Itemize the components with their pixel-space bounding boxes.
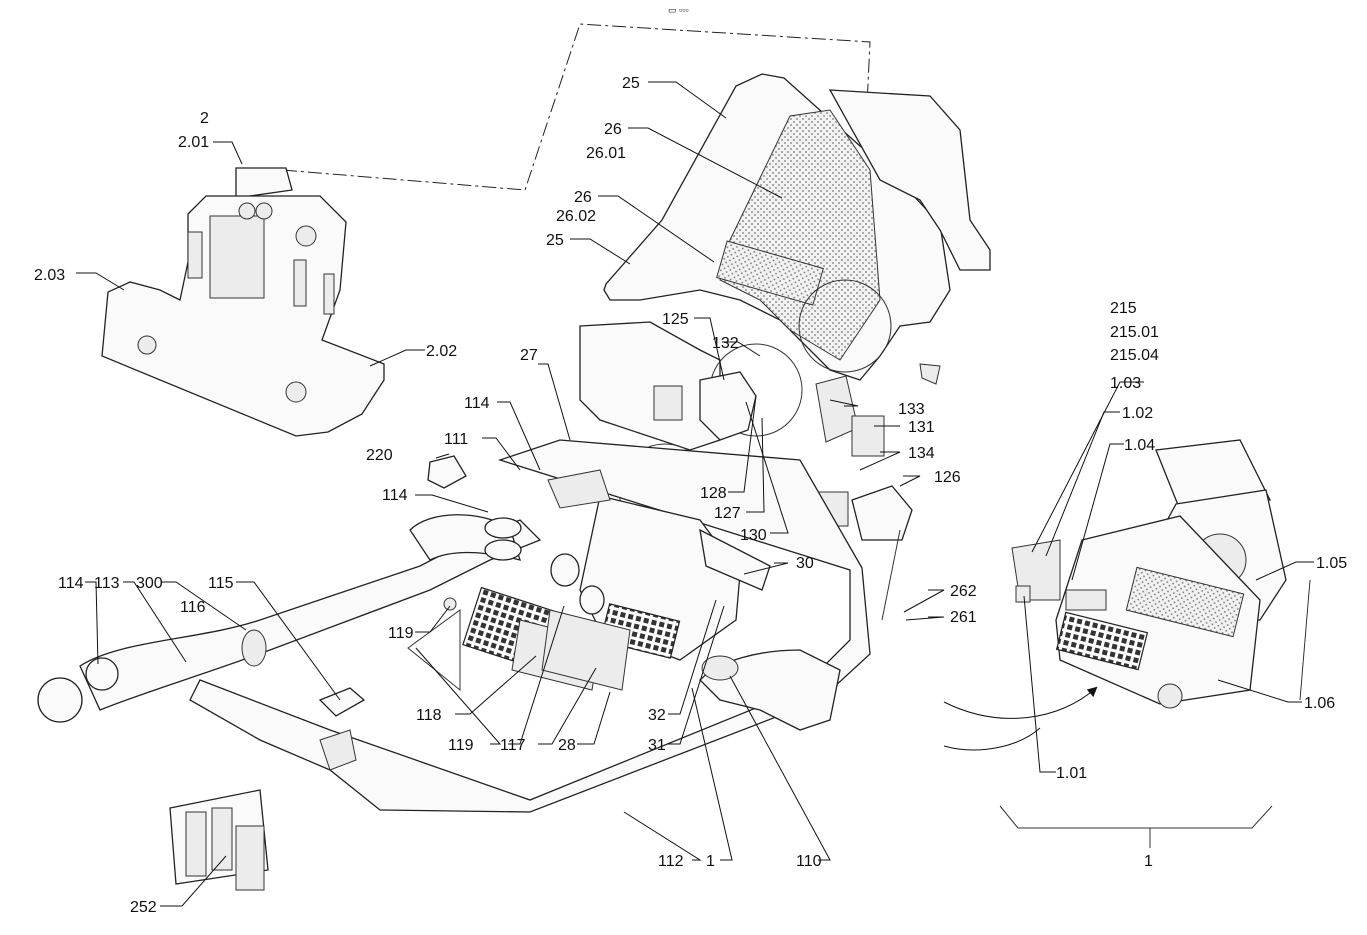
callout-114-a: 114 [464, 395, 490, 412]
callout-117: 117 [500, 737, 526, 754]
callout-116: 116 [180, 599, 206, 616]
leader-lines [76, 81, 1314, 907]
callout-115: 115 [208, 575, 234, 592]
callout-215-04: 215.04 [1110, 347, 1159, 364]
callout-1-06: 1.06 [1304, 695, 1335, 712]
callout-127: 127 [714, 505, 741, 522]
back-panel-part [579, 321, 721, 451]
air-unit-detail-part [999, 439, 1311, 848]
callout-220: 220 [366, 447, 393, 464]
callout-119-b: 119 [448, 737, 474, 754]
callout-1-01: 1.01 [1056, 765, 1087, 782]
group-bracket [999, 805, 1273, 829]
seat-back-frame-part [603, 73, 991, 385]
callout-112: 112 [658, 853, 684, 870]
callout-1-05: 1.05 [1316, 555, 1347, 572]
callout-114-c: 114 [58, 575, 84, 592]
filter-set-part [407, 586, 631, 692]
callout-28: 28 [558, 737, 576, 754]
callout-130: 130 [740, 527, 767, 544]
callout-1-group: 1 [1144, 853, 1153, 870]
callout-128: 128 [700, 485, 727, 502]
bracket-lower-part [319, 729, 357, 771]
callout-1-main: 1 [706, 853, 715, 870]
callout-labels: 2 2.01 2.03 2.02 25 26 26.01 26 26.02 25… [34, 75, 1347, 916]
callout-113: 113 [94, 575, 120, 592]
rod-part [881, 529, 901, 621]
callout-1-03: 1.03 [1110, 375, 1141, 392]
duct-hoses-part [37, 514, 841, 731]
callout-2-03: 2.03 [34, 267, 65, 284]
main-tray-part [189, 439, 871, 813]
callout-126: 126 [934, 469, 961, 486]
callout-27: 27 [520, 347, 538, 364]
dash-connection-line [257, 23, 871, 191]
callout-1-04: 1.04 [1124, 437, 1155, 454]
callout-215-01: 215.01 [1110, 324, 1159, 341]
parts-layer [37, 23, 1311, 891]
callout-31: 31 [648, 737, 666, 754]
callout-261: 261 [950, 609, 977, 626]
curved-arrow-tail-icon [943, 727, 1041, 751]
callout-25-mid: 25 [546, 232, 564, 249]
callout-2-01: 2.01 [178, 134, 209, 151]
callout-32: 32 [648, 707, 666, 724]
callout-25-top: 25 [622, 75, 640, 92]
gasket-220-part [427, 455, 467, 489]
callout-134: 134 [908, 445, 935, 462]
callout-2-02: 2.02 [426, 343, 457, 360]
callout-119-a: 119 [388, 625, 414, 642]
callout-133: 133 [898, 401, 925, 418]
callout-26-top: 26 [604, 121, 622, 138]
callout-125: 125 [662, 311, 689, 328]
callout-26-mid: 26 [574, 189, 592, 206]
callout-262: 262 [950, 583, 977, 600]
callout-111: 111 [444, 431, 468, 448]
callout-114-b: 114 [382, 487, 408, 504]
callout-26-01: 26.01 [586, 145, 626, 162]
header-mark: ▭ ▫▫▫ [668, 5, 689, 15]
callout-215: 215 [1110, 300, 1137, 317]
callout-132: 132 [712, 335, 739, 352]
callout-26-02: 26.02 [556, 208, 596, 225]
callout-110: 110 [796, 853, 822, 870]
callout-131: 131 [908, 419, 935, 436]
bracket-115-part [318, 687, 366, 717]
control-console-part [101, 167, 385, 437]
callout-118: 118 [416, 707, 442, 724]
curved-arrow-icon [943, 686, 1098, 719]
relay-module-252-part [169, 789, 269, 891]
callout-30: 30 [796, 555, 814, 572]
callout-1-02: 1.02 [1122, 405, 1153, 422]
callout-2: 2 [200, 110, 209, 127]
callout-300: 300 [136, 575, 163, 592]
callout-252: 252 [130, 899, 157, 916]
